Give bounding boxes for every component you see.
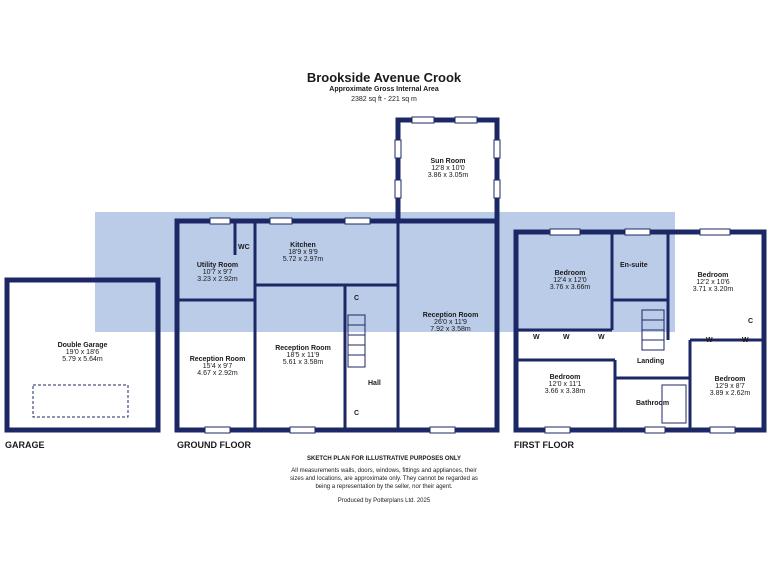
room-reception-mid: Reception Room 18'5 x 11'9 5.61 x 3.58m [275,345,331,366]
room-wc: WC [238,244,250,251]
floor-label-ground: GROUND FLOOR [177,440,251,450]
footer-disclaimer-3: being a representation by the seller, no… [315,484,453,490]
room-bathroom: Bathroom [636,400,670,407]
ground-floor-walls [174,218,500,433]
room-bedroom-2: Bedroom 12'2 x 10'6 3.71 x 3.20m [692,272,734,293]
footer-produced: Produced by Potterplans Ltd. 2025 [337,498,431,504]
room-bedroom-4: Bedroom 12'9 x 8'7 3.89 x 2.62m [709,376,751,397]
room-bedroom-1: Bedroom 12'4 x 12'0 3.76 x 3.66m [549,270,591,291]
wardrobe-5: W [742,337,749,344]
plan-subtitle: Approximate Gross Internal Area [329,86,439,93]
plan-area: 2382 sq ft - 221 sq m [351,96,417,103]
room-sun-room: Sun Room 12'8 x 10'0 3.86 x 3.05m [427,158,469,179]
room-double-garage: Double Garage 19'0 x 18'6 5.79 x 5.64m [57,342,108,363]
plan-title: Brookside Avenue Crook [306,70,462,85]
footer-disclaimer-2: sizes and locations, are approximate onl… [290,476,478,482]
cupboard-1: C [354,295,360,302]
wardrobe-1: W [533,334,540,341]
floor-label-first: FIRST FLOOR [514,440,574,450]
wardrobe-2: W [563,334,570,341]
room-landing: Landing [637,358,665,365]
wardrobe-3: W [598,334,605,341]
sun-room-walls [395,117,500,224]
room-ensuite: En-suite [620,262,648,269]
wardrobe-4: W [706,337,713,344]
cupboard-3: C [748,318,754,325]
room-kitchen: Kitchen 18'9 x 9'9 5.72 x 2.97m [282,242,324,263]
footer-disclaimer-1: All measurements walls, doors, windows, … [291,468,477,474]
room-reception-big: Reception Room 26'0 x 11'9 7.92 x 3.58m [422,312,479,333]
footer-sketch-note: SKETCH PLAN FOR ILLUSTRATIVE PURPOSES ON… [306,456,461,462]
room-reception-left: Reception Room 15'4 x 9'7 4.67 x 2.92m [189,356,246,377]
room-utility: Utility Room 10'7 x 9'7 3.23 x 2.92m [196,262,239,283]
garage-walls [4,277,161,433]
room-hall: Hall [368,380,381,387]
cupboard-2: C [354,410,360,417]
room-bedroom-3: Bedroom 12'0 x 11'1 3.66 x 3.38m [544,374,586,395]
floor-label-garage: GARAGE [5,440,45,450]
